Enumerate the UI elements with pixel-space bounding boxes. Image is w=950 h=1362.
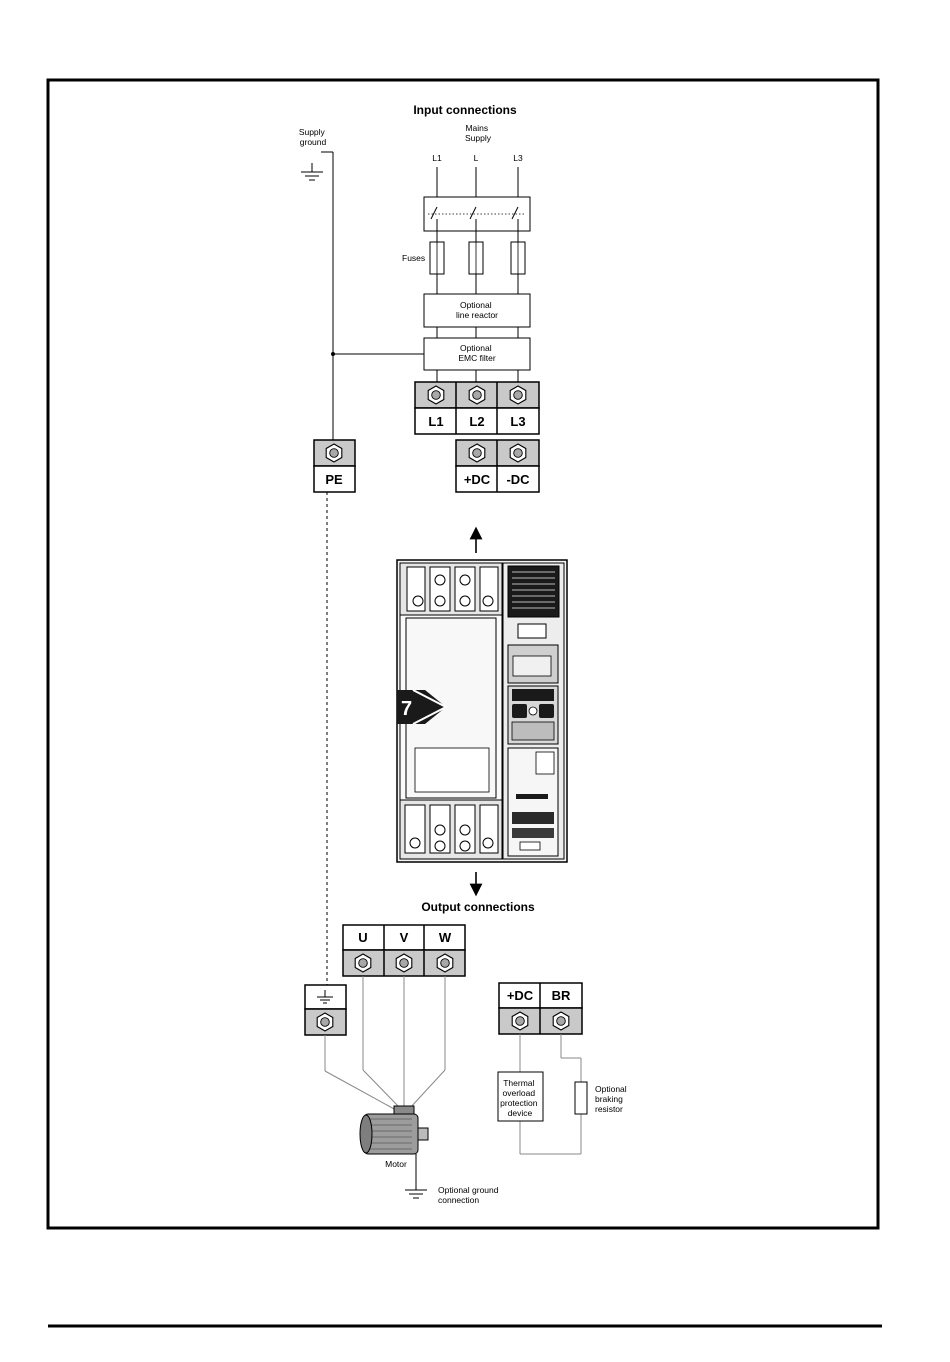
input-terminal-block: L1 L2 L3	[415, 382, 539, 434]
braking-resistor-label: Optional braking resistor	[595, 1084, 629, 1114]
terminal-screw	[469, 386, 485, 404]
output-connections-title: Output connections	[421, 900, 535, 914]
isolator-switch	[424, 197, 530, 231]
terminal-label-w: W	[439, 930, 452, 945]
dc-terminal-block: +DC -DC	[456, 440, 539, 492]
terminal-screw	[510, 386, 526, 404]
drive-image: 7	[397, 560, 567, 862]
line-reactor-label: Optional line reactor	[456, 300, 498, 320]
motor-ground-terminal	[305, 985, 346, 1035]
terminal-label-l1: L1	[428, 414, 443, 429]
terminal-label-minus-dc: -DC	[506, 472, 530, 487]
terminal-label-brake-plus-dc: +DC	[507, 988, 534, 1003]
ground-wire	[321, 152, 425, 440]
braking-resistor-symbol	[575, 1082, 587, 1114]
supply-ground-label: Supply ground	[299, 127, 327, 147]
fuses	[430, 242, 525, 274]
terminal-label-pe: PE	[325, 472, 343, 487]
fuses-label: Fuses	[402, 253, 425, 263]
terminal-label-l2: L2	[469, 414, 484, 429]
motor-label: Motor	[385, 1159, 407, 1169]
phase-label-l3: L3	[513, 153, 523, 163]
terminal-label-plus-dc: +DC	[464, 472, 491, 487]
emc-filter-label: Optional EMC filter	[458, 343, 495, 363]
terminal-label-v: V	[400, 930, 409, 945]
mains-supply-label: Mains Supply	[465, 123, 492, 143]
terminal-label-l3: L3	[510, 414, 525, 429]
optional-ground-symbol	[405, 1154, 427, 1198]
brake-terminal-block: +DC BR	[499, 983, 582, 1034]
terminal-label-br: BR	[552, 988, 571, 1003]
supply-ground-symbol	[301, 163, 323, 180]
phase-label-l1: L1	[432, 153, 442, 163]
terminal-label-u: U	[358, 930, 367, 945]
pe-terminal: PE	[314, 440, 355, 492]
motor-icon	[360, 1106, 428, 1154]
optional-ground-label: Optional ground connection	[438, 1185, 501, 1205]
output-terminal-block: U V W	[343, 925, 465, 976]
input-connections-title: Input connections	[413, 103, 517, 117]
drive-logo-digit: 7	[401, 698, 412, 720]
terminal-screw	[428, 386, 444, 404]
phase-label-l: L	[474, 153, 479, 163]
